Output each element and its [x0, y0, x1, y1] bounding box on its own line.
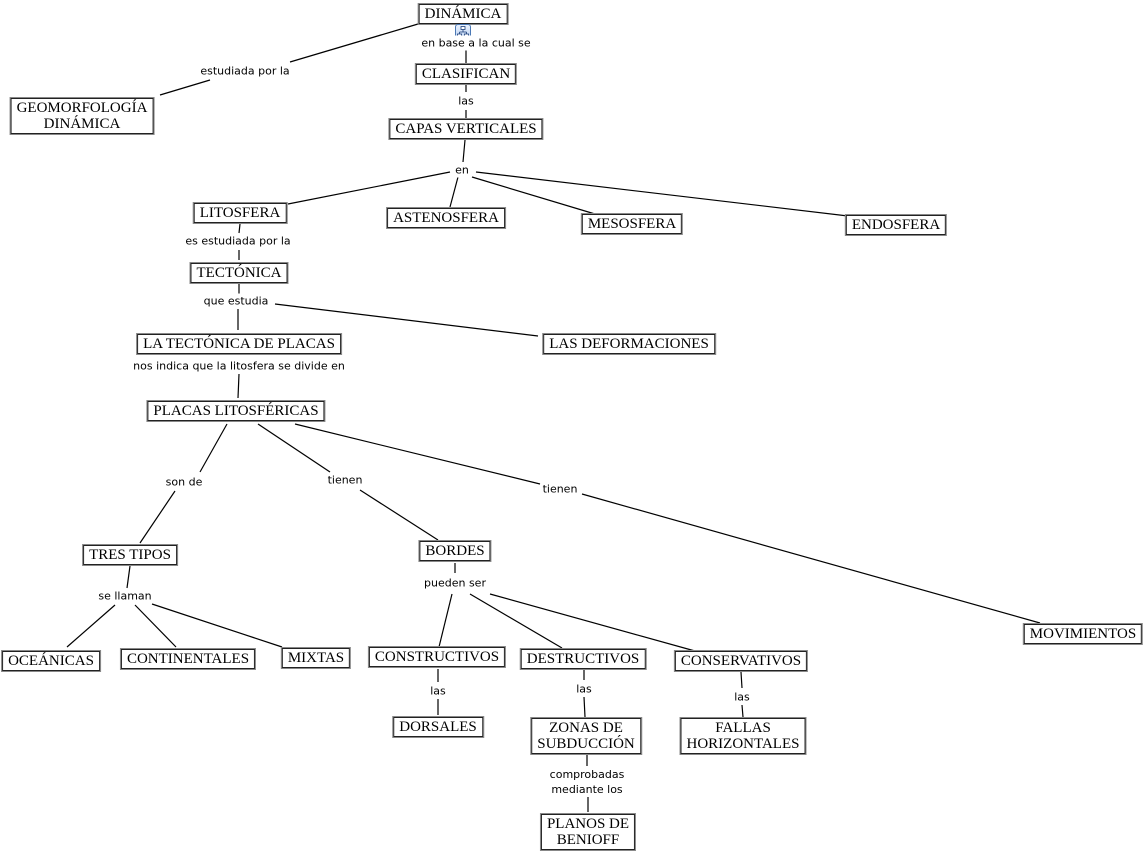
connector: [151, 603, 283, 648]
link-en[interactable]: en: [453, 162, 471, 178]
concept-astenosfera[interactable]: ASTENOSFERA: [387, 208, 505, 228]
connector: [489, 593, 696, 652]
link-las[interactable]: las: [456, 93, 476, 109]
connector: [289, 23, 419, 63]
concept-geomorfologia-dinamica[interactable]: GEOMORFOLOGÍA DINÁMICA: [10, 98, 154, 134]
concept-fallas-horizontales[interactable]: FALLAS HORIZONTALES: [680, 718, 806, 754]
connector: [287, 171, 451, 205]
concept-endosfera[interactable]: ENDOSFERA: [845, 215, 947, 235]
connector: [134, 604, 177, 648]
concept-mesosfera[interactable]: MESOSFERA: [581, 214, 683, 234]
connector: [66, 604, 116, 648]
concept-tres-tipos[interactable]: TRES TIPOS: [83, 545, 177, 565]
connector: [475, 171, 849, 217]
link-que-estudia[interactable]: que estudia: [201, 293, 271, 309]
connector: [257, 423, 331, 473]
connector: [359, 489, 439, 541]
concept-tectonica-de-placas[interactable]: LA TECTÓNICA DE PLACAS: [137, 334, 341, 354]
connector: [471, 176, 596, 215]
concept-clasifican[interactable]: CLASIFICAN: [415, 64, 517, 84]
connector: [438, 593, 453, 648]
connector: [199, 423, 228, 473]
link-las-fallas[interactable]: las: [732, 689, 752, 705]
link-es-estudiada-por-la[interactable]: es estudiada por la: [183, 233, 293, 249]
connector: [237, 373, 240, 399]
connector: [740, 671, 743, 689]
link-nos-indica[interactable]: nos indica que la litosfera se divide en: [131, 358, 347, 374]
concept-planos-de-benioff[interactable]: PLANOS DE BENIOFF: [540, 814, 636, 850]
concept-destructivos[interactable]: DESTRUCTIVOS: [520, 649, 646, 669]
connector: [294, 423, 541, 485]
connector: [159, 79, 211, 96]
concept-placas-litosfericas[interactable]: PLACAS LITOSFÉRICAS: [147, 401, 325, 421]
link-estudiada-por-la[interactable]: estudiada por la: [198, 63, 292, 79]
concept-conservativos[interactable]: CONSERVATIVOS: [674, 651, 808, 671]
connector: [126, 565, 131, 589]
link-tienen-movimientos[interactable]: tienen: [540, 481, 580, 497]
concept-tectonica[interactable]: TECTÓNICA: [190, 263, 288, 283]
concept-capas-verticales[interactable]: CAPAS VERTICALES: [389, 119, 543, 139]
connector: [462, 139, 466, 163]
connector: [238, 223, 241, 234]
link-en-base-a-la-cual-se[interactable]: en base a la cual se: [419, 35, 533, 51]
concept-constructivos[interactable]: CONSTRUCTIVOS: [368, 647, 506, 667]
concept-oceanicas[interactable]: OCEÁNICAS: [2, 651, 100, 671]
link-pueden-ser[interactable]: pueden ser: [422, 575, 488, 591]
connector: [581, 493, 1041, 624]
concept-movimientos[interactable]: MOVIMIENTOS: [1023, 624, 1143, 644]
link-las-dorsales[interactable]: las: [428, 683, 448, 699]
connector: [449, 176, 459, 208]
concept-litosfera[interactable]: LITOSFERA: [193, 203, 287, 223]
concept-las-deformaciones[interactable]: LAS DEFORMACIONES: [543, 334, 715, 354]
concept-mixtas[interactable]: MIXTAS: [281, 648, 351, 668]
link-las-zonas[interactable]: las: [574, 681, 594, 697]
link-son-de[interactable]: son de: [163, 474, 205, 490]
link-tienen-bordes[interactable]: tienen: [325, 472, 365, 488]
connector: [741, 704, 744, 718]
link-comprobadas-mediante-los[interactable]: comprobadas mediante los: [547, 767, 627, 797]
connector: [274, 303, 539, 337]
concept-bordes[interactable]: BORDES: [419, 541, 491, 561]
connector: [139, 490, 176, 544]
concept-dorsales[interactable]: DORSALES: [393, 717, 483, 737]
concept-dinamica[interactable]: DINÁMICA: [418, 4, 508, 24]
concept-continentales[interactable]: CONTINENTALES: [120, 649, 256, 669]
connector: [583, 696, 586, 718]
concept-zonas-de-subduccion[interactable]: ZONAS DE SUBDUCCIÓN: [531, 718, 641, 754]
link-se-llaman[interactable]: se llaman: [96, 588, 154, 604]
connector: [469, 593, 563, 649]
